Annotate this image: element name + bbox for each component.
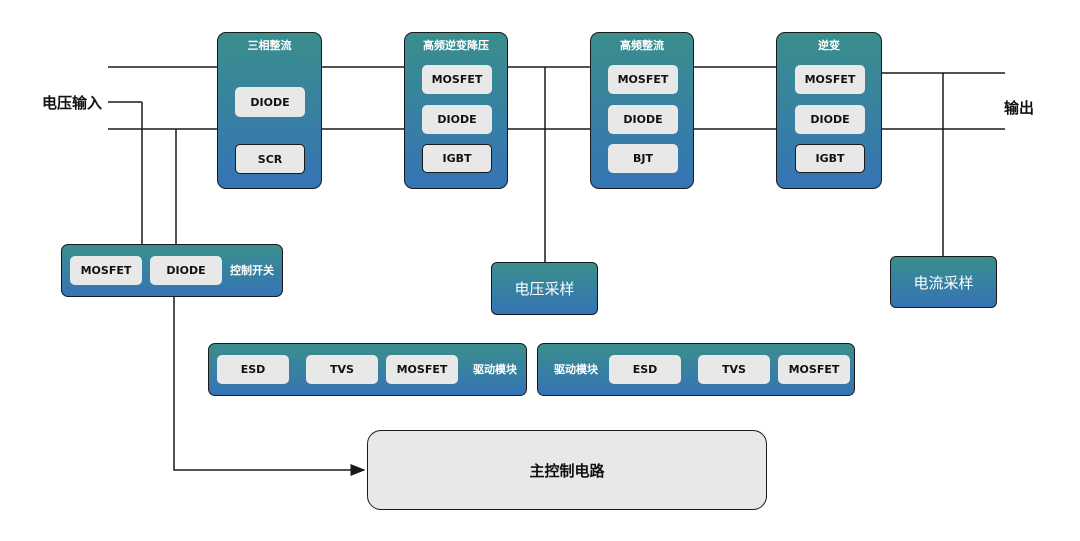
inverter-igbt-chip: IGBT [795, 144, 865, 173]
control-switch-block: MOSFET DIODE 控制开关 [61, 244, 283, 297]
driver-right-tvs-chip: TVS [698, 355, 770, 384]
driver-left-esd-chip: ESD [217, 355, 289, 384]
output-label: 输出 [1004, 99, 1035, 117]
main-control-circuit: 主控制电路 [367, 430, 767, 510]
hf-rectifier-block: 高频整流 MOSFET DIODE BJT [590, 32, 694, 189]
rectifier-diode-chip: DIODE [235, 87, 305, 117]
switch-mosfet-chip: MOSFET [70, 256, 142, 285]
switch-to-main-arrow [173, 297, 366, 476]
voltage-sampling-box: 电压采样 [491, 262, 598, 315]
hf-inverter-mosfet-chip: MOSFET [422, 65, 492, 94]
hf-rectifier-title: 高频整流 [620, 39, 664, 52]
driver-left-tvs-chip: TVS [306, 355, 378, 384]
inverter-block: 逆变 MOSFET DIODE IGBT [776, 32, 882, 189]
hf-rectifier-diode-chip: DIODE [608, 105, 678, 134]
inverter-title: 逆变 [818, 39, 840, 52]
hf-inverter-igbt-chip: IGBT [422, 144, 492, 173]
driver-module-left: ESD TVS MOSFET 驱动模块 [208, 343, 527, 396]
input-label: 电压输入 [42, 94, 103, 112]
hf-inverter-title: 高频逆变降压 [423, 39, 489, 52]
inverter-diode-chip: DIODE [795, 105, 865, 134]
driver-right-label: 驱动模块 [554, 363, 598, 376]
driver-left-mosfet-chip: MOSFET [386, 355, 458, 384]
driver-right-mosfet-chip: MOSFET [778, 355, 850, 384]
driver-right-esd-chip: ESD [609, 355, 681, 384]
rectifier-scr-chip: SCR [235, 144, 305, 174]
switch-diode-chip: DIODE [150, 256, 222, 285]
hf-inverter-block: 高频逆变降压 MOSFET DIODE IGBT [404, 32, 508, 189]
driver-module-right: 驱动模块 ESD TVS MOSFET [537, 343, 855, 396]
control-switch-label: 控制开关 [230, 264, 274, 277]
hf-rectifier-mosfet-chip: MOSFET [608, 65, 678, 94]
rectifier-title: 三相整流 [247, 39, 292, 52]
current-sampling-box: 电流采样 [890, 256, 997, 308]
driver-left-label: 驱动模块 [473, 363, 517, 376]
inverter-mosfet-chip: MOSFET [795, 65, 865, 94]
rectifier-block: 三相整流 DIODE SCR [217, 32, 322, 189]
hf-inverter-diode-chip: DIODE [422, 105, 492, 134]
hf-rectifier-bjt-chip: BJT [608, 144, 678, 173]
